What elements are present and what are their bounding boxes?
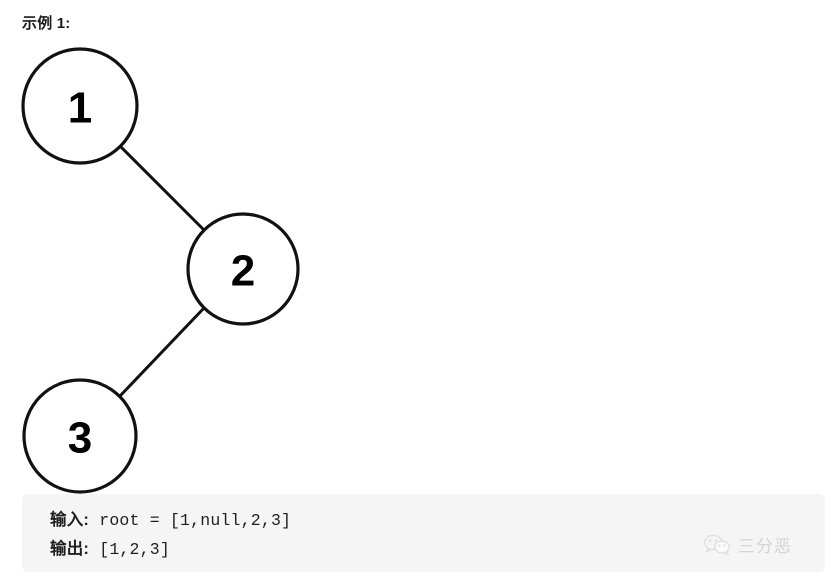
input-label: 输入: (50, 511, 90, 529)
tree-edge-1-to-2 (118, 144, 206, 232)
output-value: [1,2,3] (89, 540, 170, 559)
output-line: 输出: [1,2,3] (50, 535, 825, 564)
tree-node-3-circle (22, 378, 138, 494)
input-value: root = [1,null,2,3] (89, 511, 292, 530)
page-title: 示例 1: (22, 15, 71, 32)
io-code-block: 输入: root = [1,null,2,3] 输出: [1,2,3] (22, 494, 825, 572)
input-line: 输入: root = [1,null,2,3] (50, 506, 825, 535)
tree-svg-canvas: 1 2 3 (21, 47, 300, 494)
tree-node-2: 2 (186, 212, 300, 326)
output-label: 输出: (50, 540, 90, 558)
tree-node-3: 3 (22, 378, 138, 494)
tree-node-2-label: 2 (231, 247, 255, 296)
tree-node-2-circle (186, 212, 300, 326)
tree-node-1-label: 1 (68, 84, 92, 133)
tree-node-1-circle (21, 47, 139, 165)
tree-node-1: 1 (21, 47, 139, 165)
tree-edge-2-to-3 (118, 306, 206, 398)
tree-node-3-label: 3 (68, 414, 92, 463)
binary-tree-diagram: 1 2 3 (0, 40, 400, 500)
